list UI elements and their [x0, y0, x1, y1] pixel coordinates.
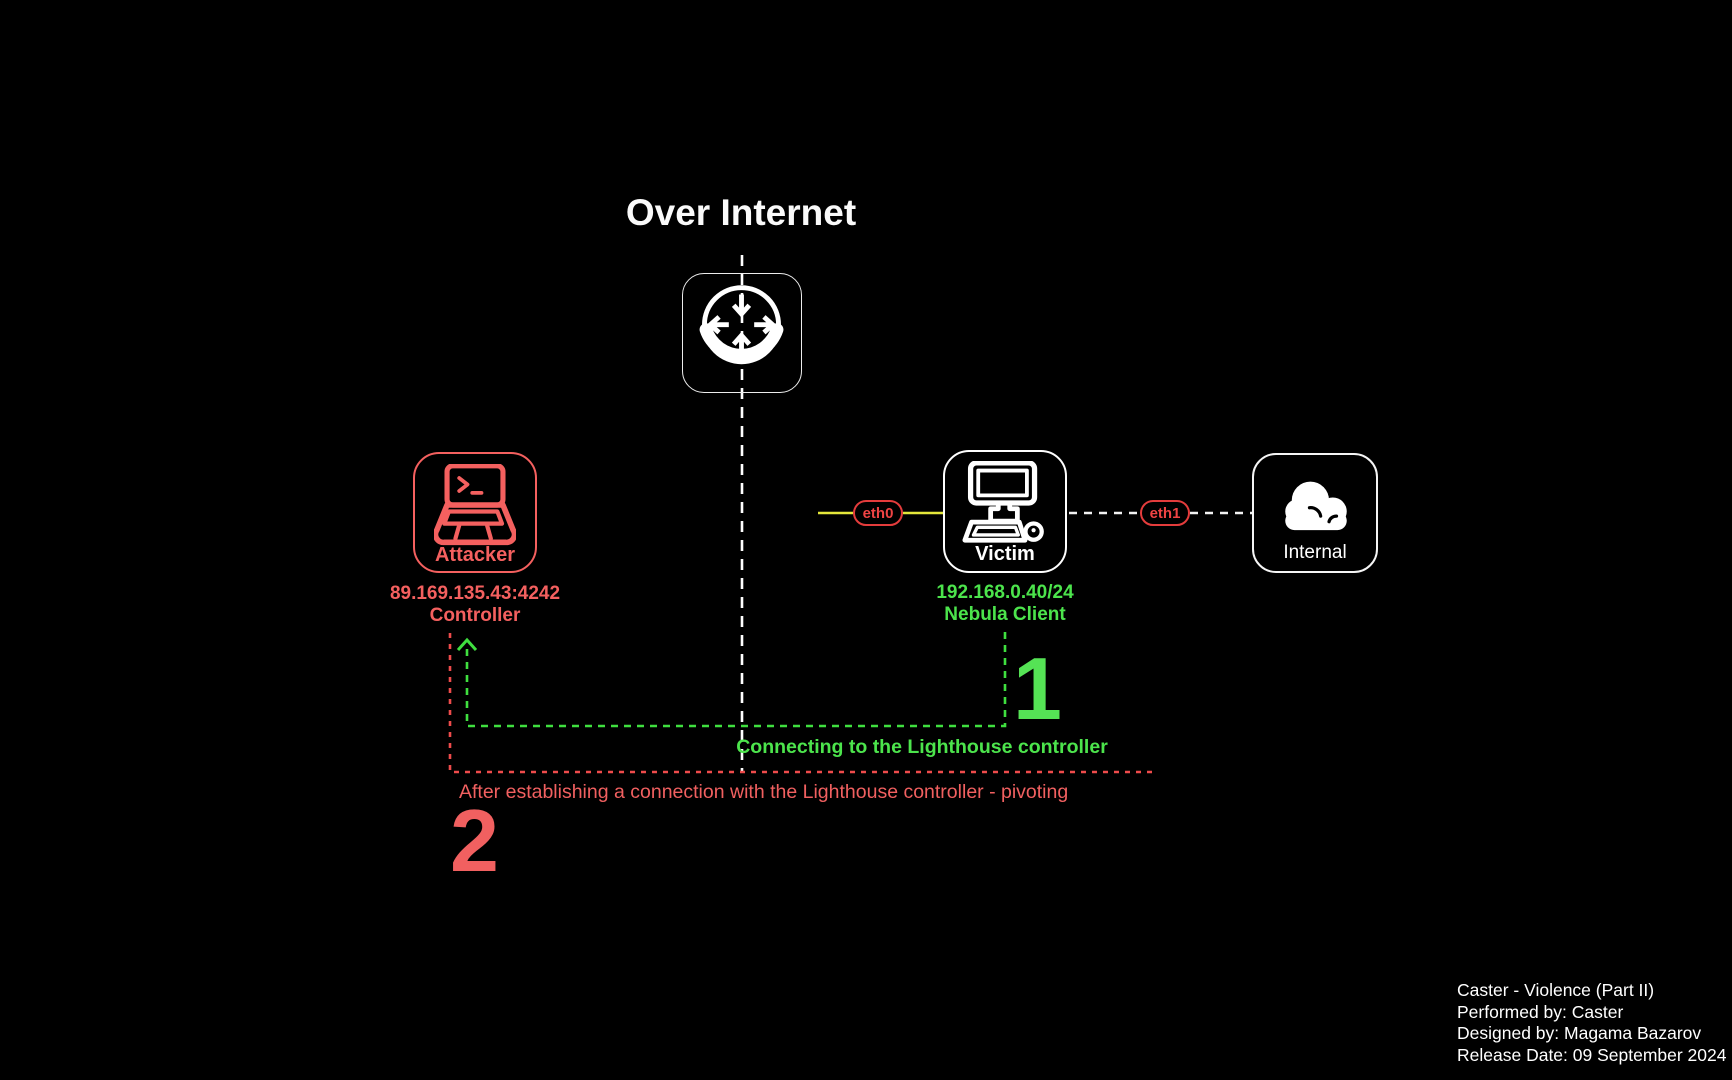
step1-connection-path: [465, 632, 1007, 728]
credits-designed-by: Designed by: Magama Bazarov: [1457, 1023, 1702, 1044]
internal-network-node: Internal: [1252, 453, 1378, 573]
step1-caption: Connecting to the Lighthouse controller: [736, 736, 1108, 758]
attacker-label: Attacker: [434, 544, 516, 566]
cloud-icon: [1285, 481, 1347, 531]
laptop-terminal-icon: [434, 464, 516, 546]
eth0-label: eth0: [862, 504, 894, 522]
credits-block: Caster - Violence (Part II) Performed by…: [1457, 980, 1726, 1067]
victim-role: Nebula Client: [944, 604, 1066, 625]
eth1-interface-badge: eth1: [1140, 500, 1190, 526]
step1-arrowhead: [456, 637, 478, 652]
credits-performed-by: Performed by: Caster: [1457, 1001, 1624, 1022]
desktop-computer-icon: [962, 461, 1044, 543]
internet-router-node: [682, 273, 802, 393]
router-icon: [699, 285, 784, 365]
victim-node: Victim: [943, 450, 1067, 573]
attacker-address: 89.169.135.43:4242: [389, 583, 561, 604]
step1-number: 1: [1013, 639, 1062, 738]
victim-label: Victim: [975, 543, 1035, 565]
step2-number: 2: [450, 791, 499, 890]
attacker-caption: 89.169.135.43:4242 Controller: [355, 583, 595, 627]
step2-caption: After establishing a connection with the…: [459, 781, 1069, 803]
eth0-interface-badge: eth0: [853, 500, 903, 526]
credits-release-date: Release Date: 09 September 2024: [1457, 1045, 1727, 1066]
victim-caption: 192.168.0.40/24 Nebula Client: [885, 582, 1125, 626]
credits-title: Caster - Violence (Part II): [1457, 980, 1655, 1000]
victim-address: 192.168.0.40/24: [936, 582, 1074, 603]
eth1-label: eth1: [1149, 504, 1181, 522]
attacker-role: Controller: [429, 605, 521, 626]
page-title: Over Internet: [625, 192, 857, 233]
internal-label: Internal: [1283, 542, 1347, 563]
attacker-node: Attacker: [413, 452, 537, 573]
step2-pivot-path: [448, 633, 1155, 774]
